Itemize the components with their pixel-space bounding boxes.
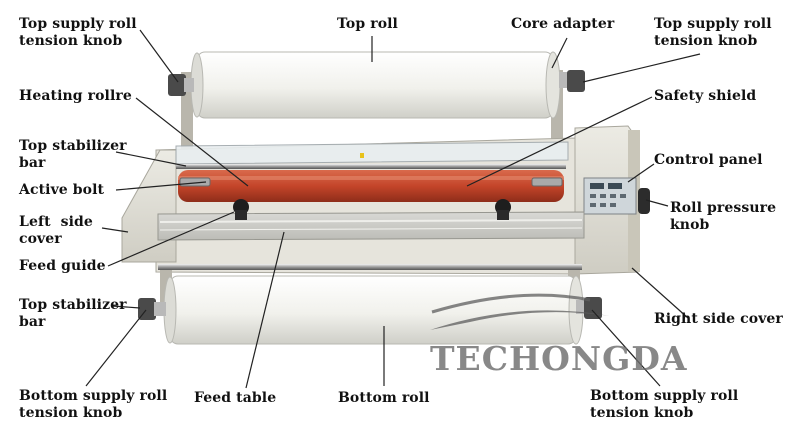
- label-left-side-cover: Left side cover: [19, 214, 93, 248]
- feed-guides: [233, 199, 511, 220]
- label-line: tension knob: [19, 405, 123, 421]
- label-right-side-cover: Right side cover: [654, 311, 783, 327]
- label-line: Bottom supply roll: [19, 388, 168, 404]
- top-roll: [190, 51, 561, 119]
- watermark-swoosh: [430, 293, 610, 330]
- label-roll-pressure-knob: Roll pressure knob: [670, 200, 776, 234]
- leader-lines: [85, 29, 701, 389]
- label-bottom-supply-roll-tension-knob-left: Bottom supply roll tension knob: [19, 388, 167, 422]
- label-bottom-roll: Bottom roll: [338, 390, 430, 406]
- label-line: Top supply roll: [654, 16, 772, 32]
- top-supply-knob-left: [168, 74, 194, 96]
- label-feed-table: Feed table: [194, 390, 277, 406]
- label-top-supply-roll-tension-knob-left: Top supply roll tension knob: [19, 16, 137, 50]
- safety-shield-shape: [175, 141, 569, 165]
- label-line: knob: [670, 217, 710, 233]
- label-feed-guide: Feed guide: [19, 258, 106, 274]
- control-panel: [583, 177, 637, 215]
- label-line: tension knob: [654, 33, 758, 49]
- label-core-adapter: Core adapter: [511, 16, 615, 32]
- top-stabilizer-bar-upper: [176, 164, 566, 169]
- watermark-text: TECHONGDA: [430, 339, 687, 378]
- top-supply-knob-right: [559, 70, 585, 92]
- label-line: bar: [19, 314, 46, 330]
- top-stabilizer-bar-lower: [158, 264, 582, 270]
- label-heating-roller: Heating rollre: [19, 88, 132, 104]
- label-line: tension knob: [19, 33, 123, 49]
- label-line: tension knob: [590, 405, 694, 421]
- label-line: Top stabilizer: [19, 138, 127, 154]
- label-bottom-supply-roll-tension-knob-right: Bottom supply roll tension knob: [590, 388, 738, 422]
- label-control-panel: Control panel: [654, 152, 763, 168]
- label-line: cover: [19, 231, 62, 247]
- label-line: Top stabilizer: [19, 297, 127, 313]
- label-line: Top supply roll: [19, 16, 137, 32]
- label-line: Roll pressure: [670, 200, 777, 216]
- label-active-bolt: Active bolt: [19, 182, 105, 198]
- label-safety-shield: Safety shield: [654, 88, 757, 104]
- bottom-roll: [163, 275, 584, 345]
- label-line: bar: [19, 155, 46, 171]
- feed-table-shape: [157, 211, 585, 241]
- label-top-supply-roll-tension-knob-right: Top supply roll tension knob: [654, 16, 772, 50]
- roll-pressure-knob-shape: [638, 188, 650, 214]
- heating-roller-shape: [178, 170, 564, 202]
- label-top-stabilizer-bar-lower: Top stabilizer bar: [19, 297, 127, 331]
- label-line: Bottom supply roll: [590, 388, 739, 404]
- label-line: Left side: [19, 214, 93, 230]
- label-top-roll: Top roll: [337, 16, 398, 32]
- label-top-stabilizer-bar-upper: Top stabilizer bar: [19, 138, 127, 172]
